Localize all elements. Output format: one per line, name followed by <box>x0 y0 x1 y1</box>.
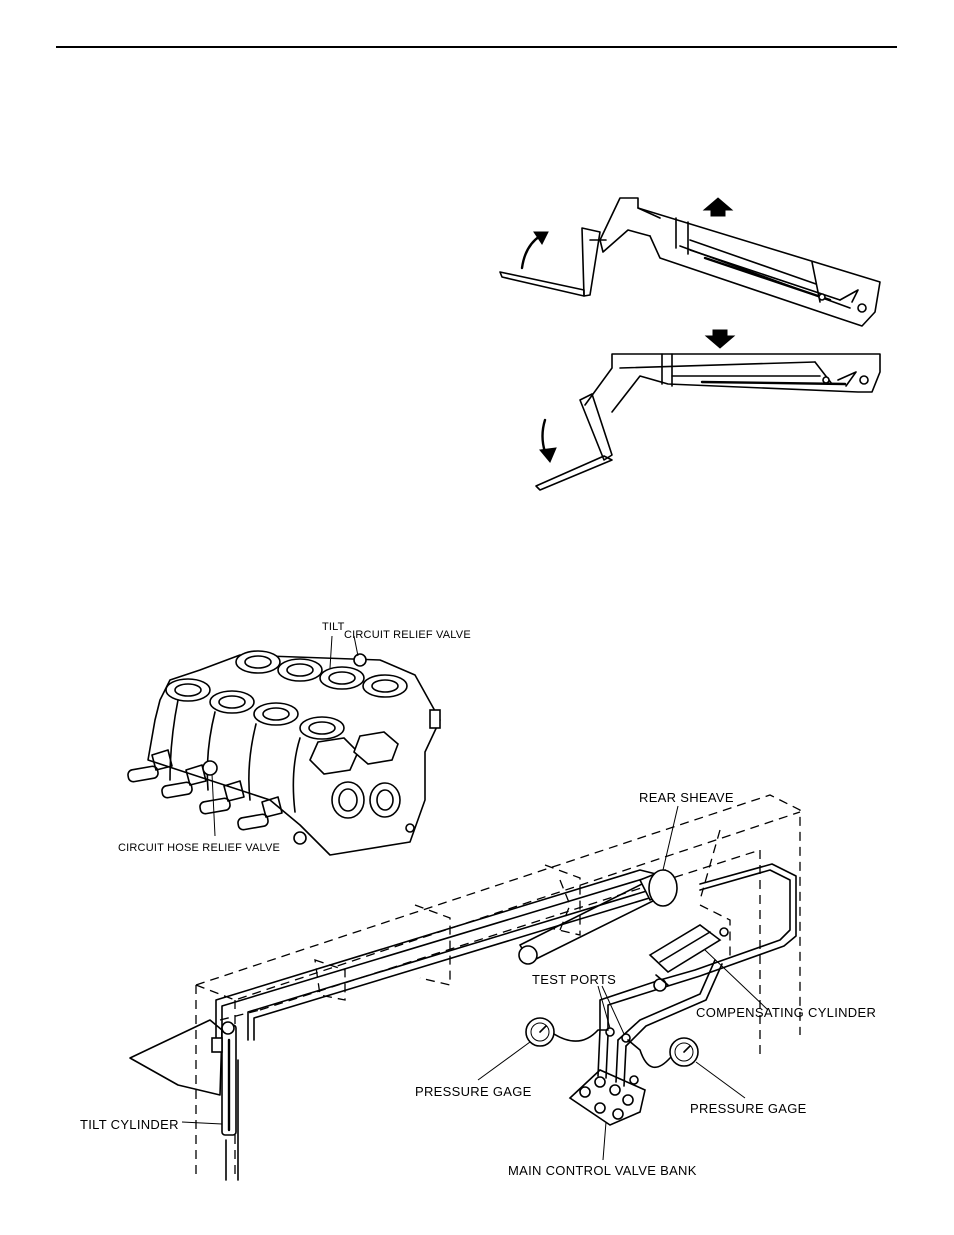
label-tilt-cylinder: TILT CYLINDER <box>80 1117 179 1132</box>
label-rear-sheave: REAR SHEAVE <box>639 790 734 805</box>
valve-ports <box>165 650 408 740</box>
boom-phantom-outline <box>195 794 801 1180</box>
pressure-gage-left-leader <box>477 1041 531 1081</box>
test-ports-leader-1 <box>597 985 611 1029</box>
main-control-valve-bank-leader <box>602 1121 607 1161</box>
pressure-gage-right-leader <box>695 1061 746 1099</box>
main-control-valve-bank-part <box>568 1029 646 1126</box>
pressure-gage-right-part <box>627 1037 699 1068</box>
test-ports-leader-2 <box>601 985 625 1035</box>
label-test-ports: TEST PORTS <box>532 972 616 987</box>
label-main-control-valve-bank: MAIN CONTROL VALVE BANK <box>508 1163 697 1178</box>
curved-arrow-down-icon <box>539 418 557 463</box>
arrow-down-icon <box>704 329 736 349</box>
pressure-gage-left-part <box>525 1017 609 1047</box>
rear-sheave-part <box>638 868 678 907</box>
rear-sheave-leader <box>662 805 679 871</box>
circuit-relief-valve-leader <box>353 635 359 657</box>
label-compensating-cylinder: COMPENSATING CYLINDER <box>696 1005 876 1020</box>
compensating-cylinder-part <box>648 924 729 992</box>
label-tilt: TILT <box>322 621 345 633</box>
boom-upper <box>499 197 881 327</box>
hydraulic-circuit-illustration <box>129 794 801 1181</box>
boom-lower <box>535 353 881 491</box>
label-pressure-gage-right: PRESSURE GAGE <box>690 1101 807 1116</box>
tilt-cylinder-part <box>129 1019 239 1181</box>
label-circuit-hose-relief-valve: CIRCUIT HOSE RELIEF VALVE <box>118 842 280 854</box>
curved-arrow-up-icon <box>520 231 549 270</box>
label-pressure-gage-left: PRESSURE GAGE <box>415 1084 532 1099</box>
spool-handles <box>127 749 283 831</box>
compensating-cylinder-leader <box>704 949 769 1011</box>
circuit-hose-relief-valve-part <box>202 760 218 776</box>
circuit-hose-relief-valve-leader <box>211 773 216 837</box>
control-valve-bank-illustration <box>127 650 441 856</box>
arrow-up-icon <box>702 197 734 217</box>
circuit-relief-valve-part <box>353 653 367 667</box>
tilt-leader <box>329 635 333 669</box>
label-circuit-relief-valve: CIRCUIT RELIEF VALVE <box>344 629 471 641</box>
tilt-cylinder-leader <box>181 1121 223 1125</box>
boom-tilt-illustration <box>499 197 881 491</box>
